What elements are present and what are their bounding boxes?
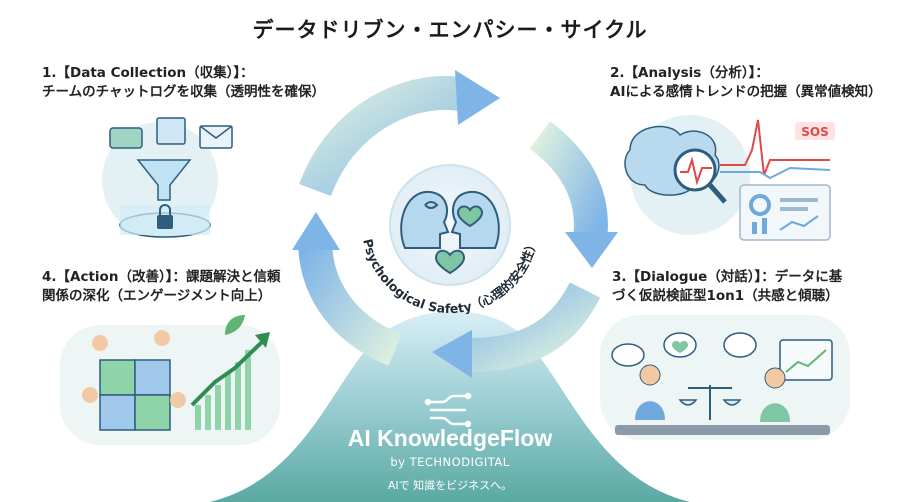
- dialogue-illustration: [600, 315, 850, 440]
- action-illustration: [60, 315, 280, 445]
- step-3-heading: 3.【Dialogue（対話）】：データに基: [612, 269, 843, 285]
- step-4-description: 関係の深化（エンゲージメント向上）: [42, 288, 272, 304]
- step-2-label: 2.【Analysis（分析）】： AIによる感情トレンドの把握（異常値検知）: [610, 64, 882, 102]
- step-2-description: AIによる感情トレンドの把握（異常値検知）: [610, 84, 882, 100]
- brand-block: AI KnowledgeFlow by TECHNODIGITAL AIで 知識…: [300, 425, 600, 493]
- step-2-heading: 2.【Analysis（分析）】：: [610, 65, 769, 81]
- empathy-heads-icon: [400, 190, 500, 275]
- step-3-description: づく仮説検証型1on1（共感と傾聴）: [612, 288, 839, 304]
- brand-tagline: AIで 知識をビジネスへ。: [387, 479, 513, 492]
- brand-byline: by TECHNODIGITAL: [390, 455, 510, 469]
- brand-name: AI KnowledgeFlow: [347, 425, 553, 451]
- step-1-label: 1.【Data Collection（収集）】： チームのチャットログを収集（透…: [42, 64, 325, 102]
- brand-logo-icon: [424, 392, 472, 428]
- page-title: データドリブン・エンパシー・サイクル: [252, 18, 648, 42]
- step-4-heading: 4.【Action（改善）】：課題解決と信頼: [42, 269, 281, 285]
- step-3-label: 3.【Dialogue（対話）】：データに基 づく仮説検証型1on1（共感と傾聴…: [612, 268, 842, 306]
- step-1-heading: 1.【Data Collection（収集）】：: [42, 65, 254, 81]
- data-collection-illustration: [102, 117, 233, 238]
- analysis-illustration: SOS: [624, 115, 835, 241]
- step-4-label: 4.【Action（改善）】：課題解決と信頼 関係の深化（エンゲージメント向上）: [42, 268, 280, 306]
- sos-badge: SOS: [801, 125, 829, 139]
- brand-hill: [210, 311, 690, 502]
- step-1-description: チームのチャットログを収集（透明性を確保）: [42, 84, 325, 100]
- cycle-arrows: [292, 70, 618, 378]
